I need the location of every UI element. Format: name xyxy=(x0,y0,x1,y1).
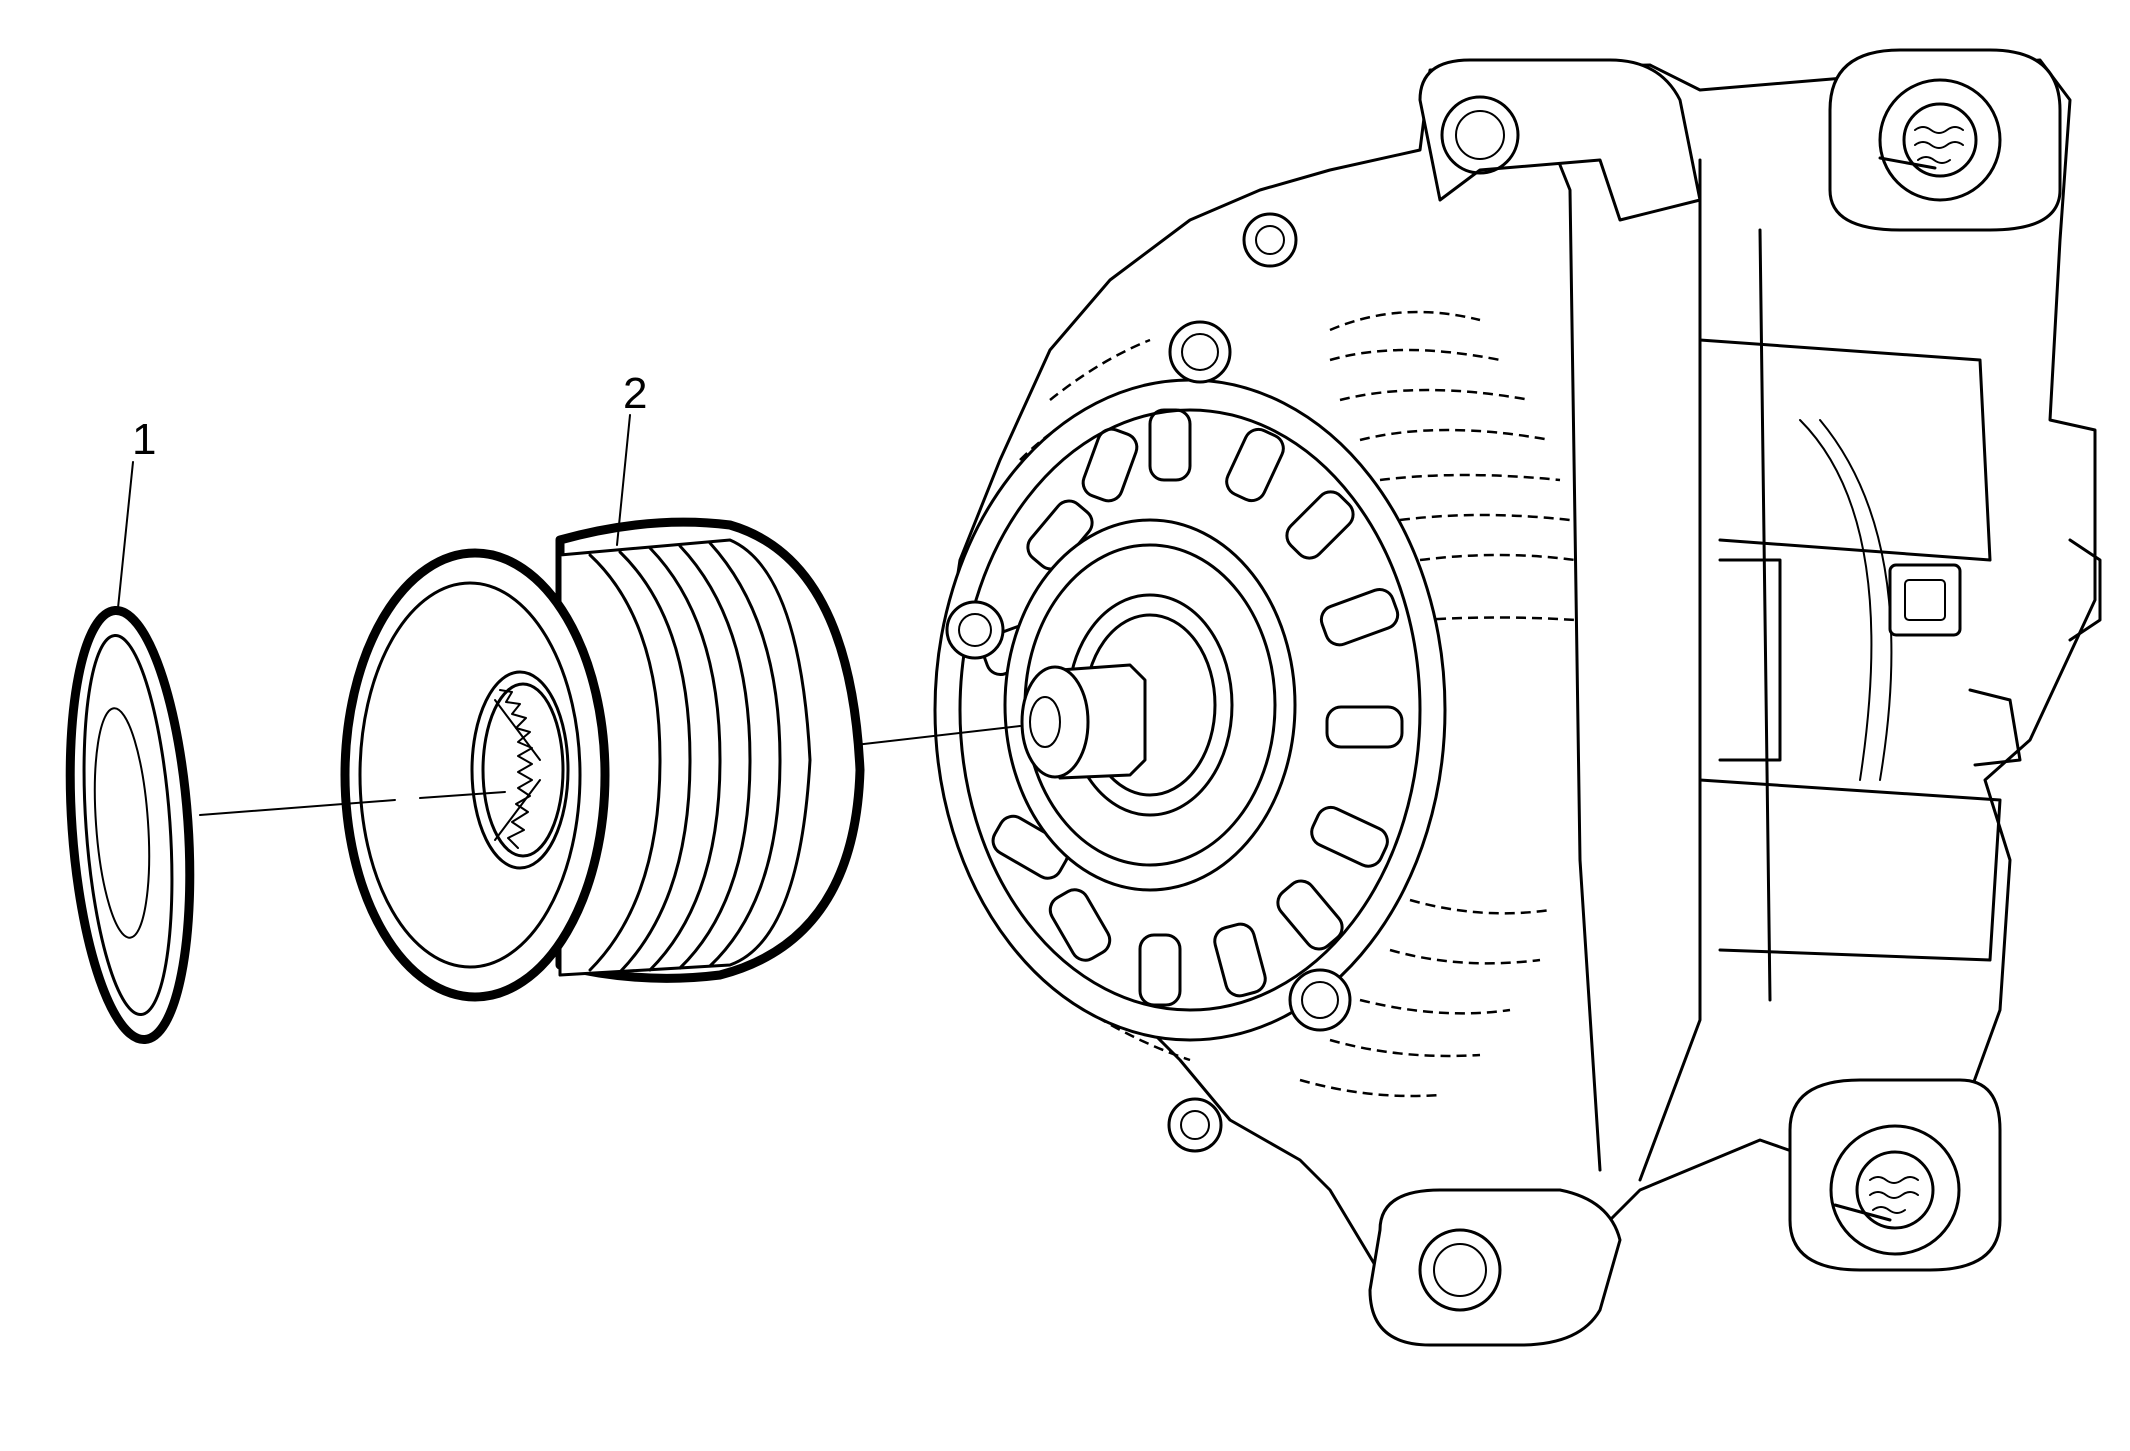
rotor-shaft xyxy=(1020,663,1147,780)
end-shield-bolt-bottom xyxy=(1288,968,1352,1032)
top-mount-hole xyxy=(1440,95,1520,175)
callout-1: 1 xyxy=(132,415,157,464)
top-mounting-ear xyxy=(1418,58,1702,222)
callout-2: 2 xyxy=(623,369,648,418)
bearing-hub xyxy=(1003,518,1297,892)
end-shield-bolt-left xyxy=(945,600,1005,660)
assembly-axis xyxy=(199,725,1021,816)
leader-line-2 xyxy=(616,414,631,546)
vent-windows xyxy=(980,408,1404,1007)
bottom-mounting-ear xyxy=(1368,1188,1622,1347)
alternator-assembly xyxy=(933,48,2102,1347)
top-right-boss xyxy=(1828,48,2062,232)
pulley-cap xyxy=(65,605,195,1045)
bottom-mount-hole xyxy=(1418,1228,1502,1312)
pulley xyxy=(340,517,865,1002)
threaded-boss-top xyxy=(1878,78,2002,202)
bottom-right-boss xyxy=(1788,1078,2002,1272)
leader-line-1 xyxy=(117,461,134,609)
threaded-boss-bottom xyxy=(1829,1124,1961,1256)
end-shield-bolt-top xyxy=(1168,320,1232,384)
pulley-front-face xyxy=(340,548,610,1002)
pulley-spline-bore xyxy=(494,689,541,849)
